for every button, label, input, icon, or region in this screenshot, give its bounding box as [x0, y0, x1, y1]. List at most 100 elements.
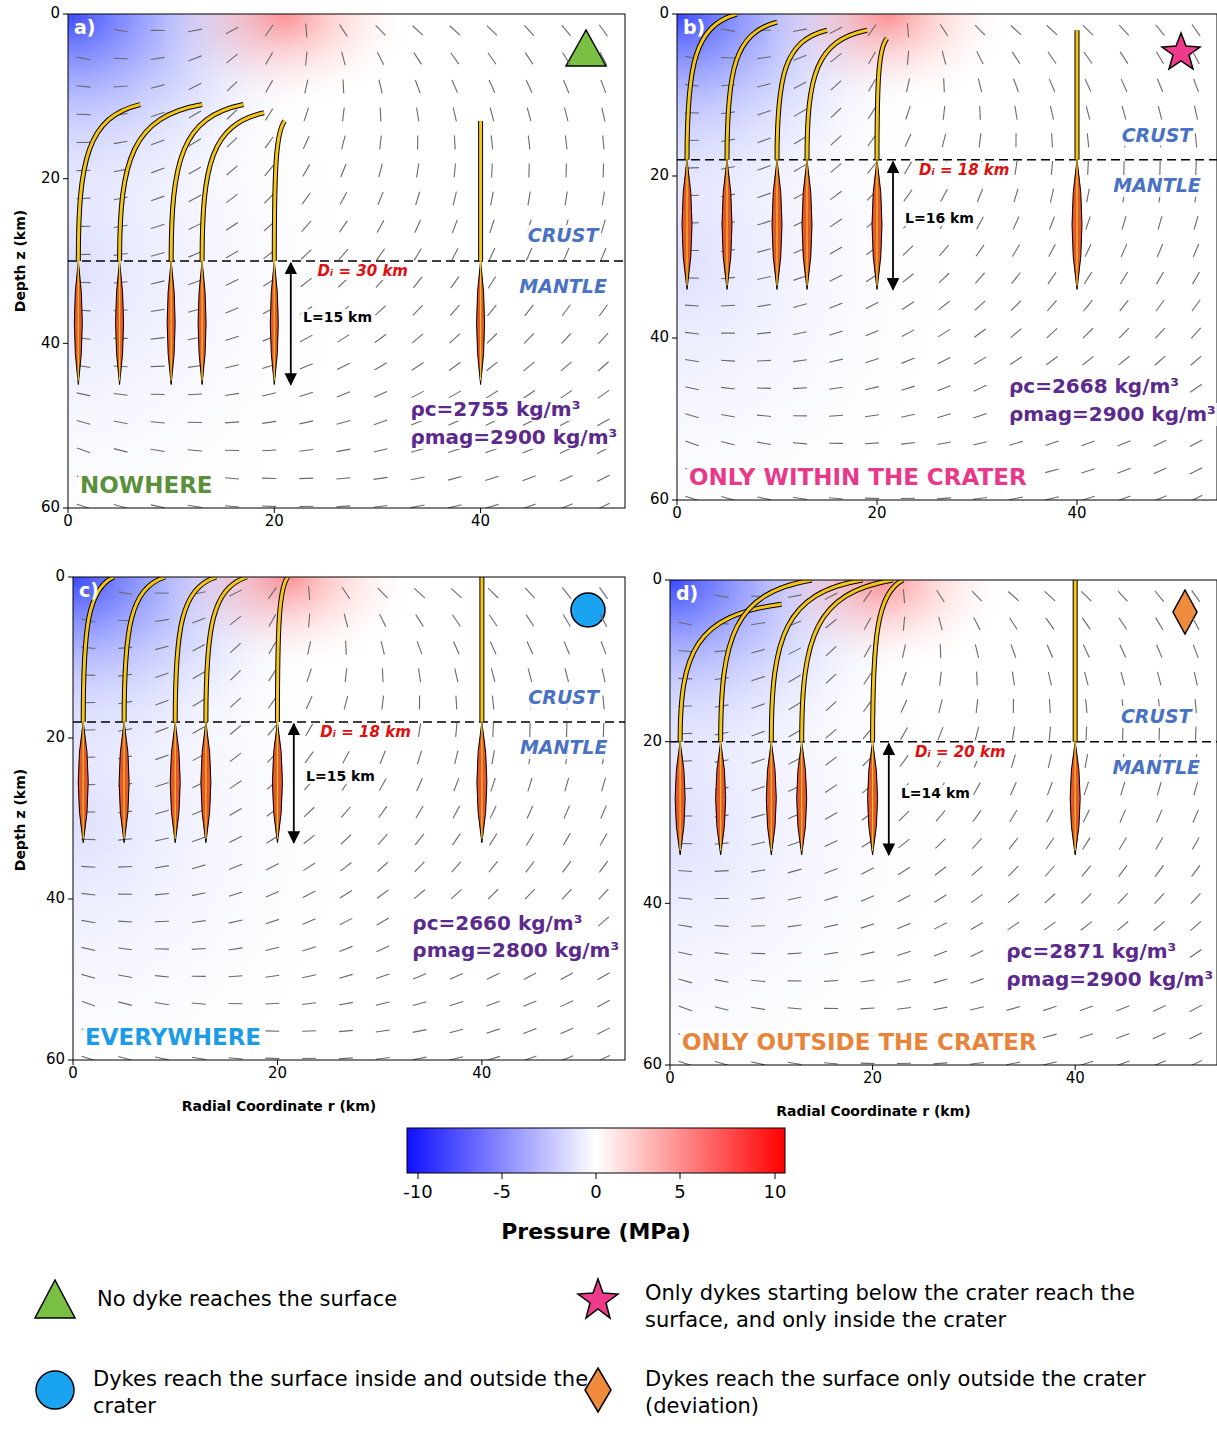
stress-dash: [1122, 727, 1123, 741]
stress-dash: [77, 504, 90, 508]
stress-dash: [601, 220, 605, 233]
stress-dash: [678, 870, 692, 872]
dyke-outline: [202, 113, 264, 261]
stress-dash: [1087, 161, 1089, 175]
stress-dash: [1156, 300, 1164, 311]
stress-dash: [192, 976, 206, 977]
stress-dash: [1191, 893, 1200, 903]
dyke-core: [201, 261, 202, 381]
stress-dash: [1154, 893, 1164, 903]
stress-dash: [903, 617, 904, 631]
stress-dash: [563, 52, 570, 64]
stress-dash: [902, 358, 915, 363]
stress-dash: [118, 1057, 132, 1060]
stress-dash: [415, 80, 420, 93]
stress-dash: [114, 29, 128, 31]
stress-dash: [793, 276, 806, 281]
tick: [63, 508, 68, 509]
stress-dash: [597, 1000, 609, 1007]
stress-dash: [1013, 699, 1014, 713]
stress-dash: [1086, 699, 1087, 713]
stress-dash: [336, 478, 350, 479]
stress-dash: [751, 898, 765, 899]
stress-dash: [414, 890, 425, 899]
stress-dash: [902, 672, 906, 685]
stress-dash: [225, 421, 239, 423]
stress-dash: [1119, 25, 1128, 35]
stress-dash: [303, 136, 309, 149]
stress-dash: [900, 728, 907, 740]
stress-dash: [1192, 865, 1200, 876]
stress-dash: [715, 925, 729, 927]
stress-dash: [829, 498, 843, 499]
stress-dash: [974, 617, 980, 629]
stress-dash: [793, 443, 807, 444]
tick: [672, 176, 677, 177]
stress-dash: [826, 646, 836, 656]
stress-dash: [603, 723, 605, 737]
stress-dash: [970, 1062, 984, 1064]
stress-dash: [155, 700, 168, 705]
stress-dash: [793, 497, 807, 499]
stress-dash: [1195, 161, 1197, 175]
stress-dash: [417, 108, 419, 122]
stress-dash: [1045, 866, 1054, 877]
stress-dash: [1012, 672, 1014, 686]
stress-dash: [560, 476, 573, 482]
dyke-mantle: [272, 722, 282, 843]
stress-dash: [826, 619, 837, 628]
stress-dash: [118, 975, 132, 978]
panel-circle: [571, 593, 605, 627]
stress-dash: [788, 1008, 802, 1009]
stress-dash: [305, 752, 313, 763]
stress-dash: [831, 136, 841, 145]
stress-dash: [269, 669, 277, 681]
stress-dash: [376, 1057, 390, 1059]
dyke-core: [205, 722, 206, 839]
stress-dash: [418, 668, 420, 682]
stress-dash: [1050, 106, 1053, 120]
legend-triangle: [35, 1280, 75, 1318]
stress-dash: [454, 135, 456, 149]
stress-dash: [1117, 496, 1130, 500]
stress-dash: [937, 414, 950, 418]
stress-dash: [155, 728, 168, 733]
stress-dash: [793, 415, 807, 416]
stress-dash: [970, 1007, 984, 1010]
stress-dash: [155, 976, 169, 977]
stress-dash: [971, 951, 984, 957]
stress-dash: [825, 840, 838, 846]
stress-dash: [1046, 838, 1054, 850]
dyke-outline: [1075, 30, 1080, 160]
stress-dash: [230, 670, 240, 680]
stress-dash: [599, 305, 607, 316]
stress-dash: [1046, 357, 1057, 365]
stress-dash: [525, 53, 533, 65]
stress-dash: [565, 668, 568, 682]
stress-dash: [566, 723, 567, 737]
stress-dash: [455, 668, 458, 682]
stress-dash: [411, 448, 424, 452]
stress-dash: [118, 894, 132, 895]
stress-dash: [490, 641, 496, 654]
stress-dash: [1121, 79, 1127, 92]
tick-label: 20: [863, 1070, 882, 1087]
stress-dash: [1011, 782, 1017, 795]
stress-dash: [826, 729, 837, 738]
stress-dash: [563, 861, 571, 872]
stress-dash: [151, 224, 164, 228]
stress-dash: [490, 806, 496, 819]
axis-title: Radial Coordinate r (km): [776, 1103, 970, 1119]
stress-dash: [751, 676, 764, 680]
stress-dash: [412, 363, 424, 371]
stress-dash: [300, 335, 312, 342]
stress-dash: [151, 196, 164, 201]
stress-dash: [831, 163, 842, 172]
panel-letter: c): [79, 580, 99, 602]
stress-dash: [151, 338, 165, 339]
stress-dash: [1122, 216, 1126, 229]
stress-dash: [340, 192, 347, 204]
stress-dash: [416, 615, 424, 627]
dyke-outline: [124, 577, 165, 722]
legend-circle: [36, 1371, 74, 1409]
